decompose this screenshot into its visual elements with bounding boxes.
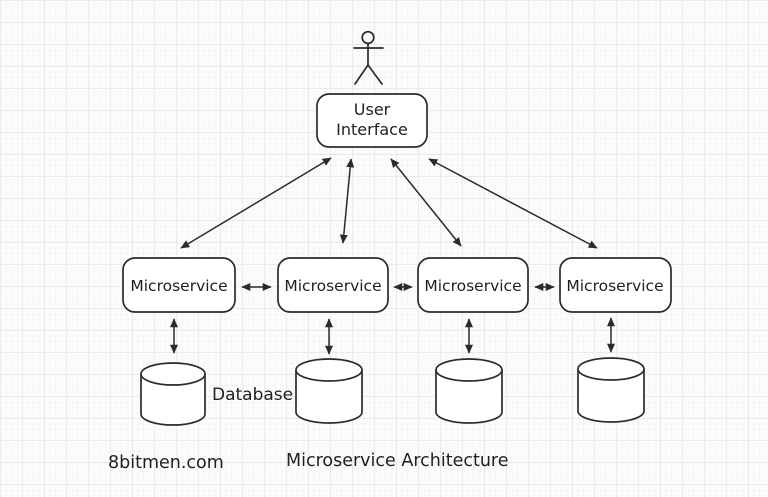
arrow-ui-microservice-1 [180, 157, 332, 249]
user-interface-node: User Interface [316, 93, 428, 148]
arrow-ui-microservice-2 [339, 158, 355, 244]
microservice-node-4: Microservice [559, 257, 672, 313]
microservice-label-3: Microservice [424, 277, 521, 295]
user-interface-label-line1: User [354, 100, 391, 119]
database-cylinder-icon-3 [435, 358, 503, 424]
microservice-node-3: Microservice [417, 257, 529, 313]
microservice-label-4: Microservice [566, 277, 663, 295]
microservice-node-2: Microservice [277, 257, 389, 313]
microservice-label-1: Microservice [130, 277, 227, 295]
database-cylinder-icon-1 [140, 362, 206, 426]
watermark-text: 8bitmen.com [108, 453, 224, 473]
diagram-title: Microservice Architecture [286, 451, 508, 471]
database-cylinder-icon-4 [577, 357, 645, 423]
arrow-ui-microservice-4 [428, 158, 598, 249]
arrow-ui-microservice-3 [390, 158, 462, 247]
database-label: Database [212, 385, 293, 405]
user-actor-icon [353, 30, 384, 85]
microservice-label-2: Microservice [284, 277, 381, 295]
user-interface-label-line2: Interface [336, 120, 408, 139]
database-cylinder-icon-2 [295, 358, 363, 424]
microservice-node-1: Microservice [122, 257, 236, 313]
